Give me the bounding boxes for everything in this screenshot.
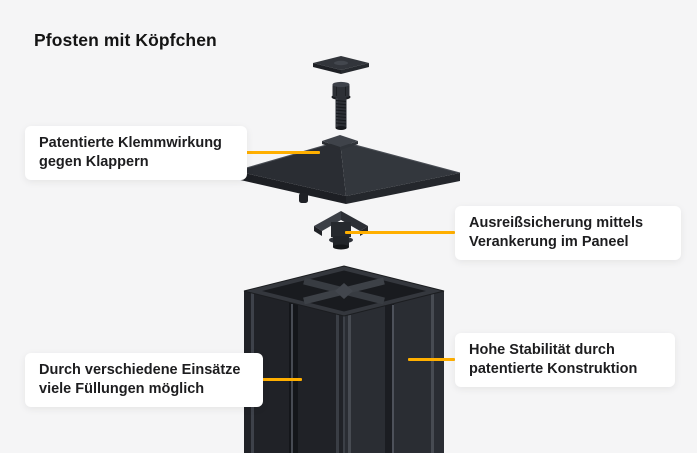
callout-fuellungen: Durch verschiedene Einsätze viele Füllun…: [25, 353, 263, 407]
cap-cover-plate-part: [313, 56, 369, 74]
leader-line-fuellungen: [261, 378, 302, 381]
post-cap-part: [235, 135, 461, 204]
anchor-insert-part: [314, 211, 368, 250]
leader-line-stabilitaet: [408, 358, 455, 361]
callout-ausreisssicherung: Ausreißsicherung mittels Verankerung im …: [455, 206, 681, 260]
fixing-screw-part: [331, 81, 351, 130]
callout-stabilitaet: Hohe Stabilität durch patentierte Konstr…: [455, 333, 675, 387]
callout-ausreisssicherung-text: Ausreißsicherung mittels Verankerung im …: [469, 215, 644, 250]
callout-stabilitaet-text: Hohe Stabilität durch patentierte Konstr…: [469, 342, 638, 377]
callout-klemmwirkung-text: Patentierte Klemmwirkung gegen Klappern: [39, 135, 222, 170]
page-title: Pfosten mit Köpfchen: [34, 30, 217, 50]
leader-line-ausreisssicherung: [345, 231, 455, 234]
leader-line-klemmwirkung: [245, 151, 320, 154]
callout-fuellungen-text: Durch verschiedene Einsätze viele Füllun…: [39, 362, 241, 397]
callout-klemmwirkung: Patentierte Klemmwirkung gegen Klappern: [25, 126, 247, 180]
